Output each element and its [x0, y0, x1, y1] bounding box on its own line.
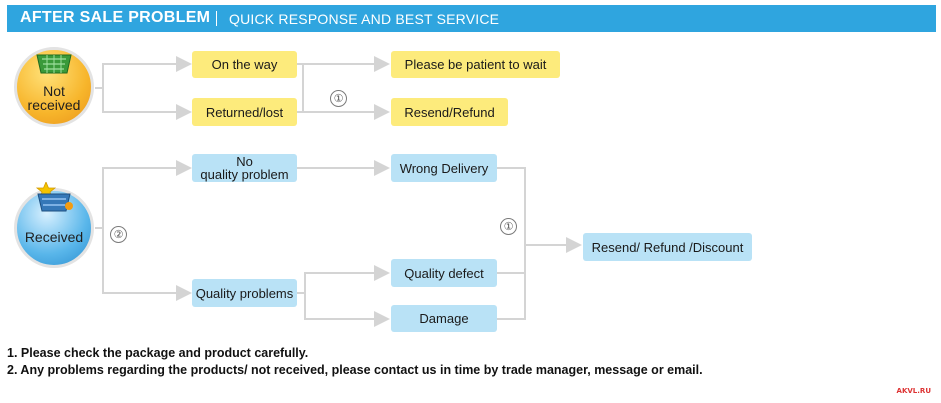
box-no-quality-problem: No quality problem — [192, 154, 297, 182]
connector-notreceived-to-ontheway — [95, 56, 192, 89]
connector-qualityproblems-branch — [297, 265, 390, 294]
connector-received-to-noquality — [95, 160, 192, 229]
box-quality-problems: Quality problems — [192, 279, 297, 307]
note-item: 1. Please check the package and product … — [7, 346, 309, 360]
box-resend-refund: Resend/Refund — [391, 98, 508, 126]
step-badge-1-bottom: ① — [500, 218, 517, 235]
header-separator — [216, 11, 217, 26]
header-subtitle: QUICK RESPONSE AND BEST SERVICE — [229, 11, 500, 27]
box-please-wait: Please be patient to wait — [391, 51, 560, 78]
notes-list: 1. Please check the package and product … — [7, 345, 703, 379]
connector-notreceived-to-returned — [102, 88, 192, 120]
box-damage: Damage — [391, 305, 497, 332]
note-item: 2. Any problems regarding the products/ … — [7, 363, 703, 377]
not-received-label: Not received — [27, 83, 81, 113]
connector-received-to-qualityproblems — [102, 228, 192, 301]
step-badge-1-top: ① — [330, 90, 347, 107]
basket-icon — [36, 54, 72, 74]
connector-wrongdelivery-out — [497, 167, 526, 320]
step-badge-2: ② — [110, 226, 127, 243]
box-resend-refund-discount: Resend/ Refund /Discount — [583, 233, 752, 261]
watermark: AKVL.RU — [896, 387, 931, 395]
box-on-the-way: On the way — [192, 51, 297, 78]
header-title: AFTER SALE PROBLEM — [20, 9, 211, 26]
star-basket-icon — [35, 182, 73, 212]
received-label: Received — [24, 229, 84, 245]
connector-qualityproblems-to-damage — [304, 293, 390, 327]
header-bar: AFTER SALE PROBLEM QUICK RESPONSE AND BE… — [7, 5, 936, 32]
box-wrong-delivery: Wrong Delivery — [391, 154, 497, 182]
box-returned-lost: Returned/lost — [192, 98, 297, 126]
box-quality-defect: Quality defect — [391, 259, 497, 287]
